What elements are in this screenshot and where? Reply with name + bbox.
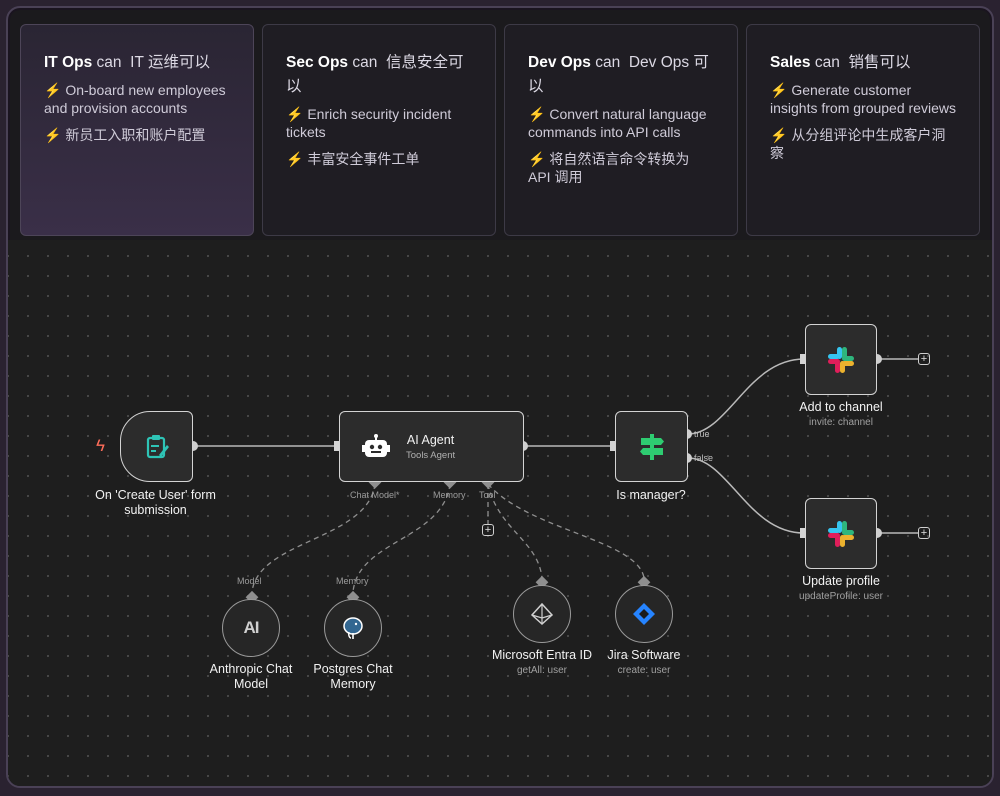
edge-false: [687, 457, 805, 534]
trigger-bolt-icon: ϟ: [96, 436, 105, 455]
entra-sub: getAll: user: [516, 665, 568, 676]
anthropic-node[interactable]: AI: [222, 599, 280, 657]
signpost-icon: [639, 433, 664, 460]
port-label-chat-model: Chat Model*: [350, 490, 400, 500]
card-dev-ops[interactable]: Dev Ops can Dev Ops 可以 ⚡ Convert natural…: [504, 24, 738, 236]
card-item: ⚡ 丰富安全事件工单: [286, 151, 420, 167]
card-sec-ops[interactable]: Sec Ops can 信息安全可以 ⚡ Enrich security inc…: [262, 24, 496, 236]
slack-update-profile-node[interactable]: [805, 498, 877, 569]
lightning-icon: ⚡: [286, 151, 304, 167]
card-item: ⚡ Generate customer insights from groupe…: [770, 82, 956, 116]
port-label-tool: Tool: [479, 490, 496, 500]
edge-jira: [487, 483, 645, 579]
lightning-icon: ⚡: [44, 82, 62, 98]
add-channel-label: Add to channel: [799, 400, 883, 414]
card-item: ⚡ Enrich security incident tickets: [286, 106, 452, 140]
edge-model: [251, 483, 376, 593]
postgres-node[interactable]: [324, 599, 382, 657]
card-item: ⚡ 将自然语言命令转换为 API 调用: [528, 151, 690, 185]
postgres-elephant-icon: [343, 617, 363, 639]
agent-title: AI Agent: [406, 432, 455, 447]
card-title: Sec Ops can 信息安全可以: [286, 54, 464, 95]
add-channel-sub: invite: channel: [809, 417, 873, 428]
if-node[interactable]: [615, 411, 688, 482]
card-title: Dev Ops can Dev Ops 可以: [528, 54, 709, 95]
trigger-node[interactable]: [120, 411, 193, 482]
card-sales[interactable]: Sales can 销售可以 ⚡ Generate customer insig…: [746, 24, 980, 236]
input-port: [334, 441, 340, 451]
ai-agent-node[interactable]: AI Agent Tools Agent: [339, 411, 524, 482]
lightning-icon: ⚡: [770, 82, 788, 98]
card-it-ops[interactable]: IT Ops can IT 运维可以 ⚡ On-board new employ…: [20, 24, 254, 236]
anthropic-icon: AI: [243, 618, 260, 637]
lightning-icon: ⚡: [286, 106, 304, 122]
entra-label: Microsoft Entra ID: [491, 648, 593, 662]
update-profile-label: Update profile: [802, 574, 880, 588]
jira-sub: create: user: [617, 665, 671, 676]
port-label-memory: Memory: [433, 490, 466, 500]
false-label: false: [694, 453, 714, 463]
input-port: [610, 441, 616, 451]
lightning-icon: ⚡: [44, 127, 62, 143]
lightning-icon: ⚡: [770, 127, 788, 143]
agent-subtitle: Tools Agent: [406, 449, 456, 461]
card-item: ⚡ On-board new employees and provision a…: [44, 82, 226, 116]
workflow-canvas[interactable]: ϟ On 'Create User' form submission: [8, 240, 992, 786]
model-port-label: Model: [237, 576, 262, 586]
card-item: ⚡ 新员工入职和账户配置: [44, 127, 206, 143]
use-case-cards: IT Ops can IT 运维可以 ⚡ On-board new employ…: [20, 24, 982, 240]
input-port: [800, 354, 806, 364]
edge-memory: [352, 483, 451, 593]
add-node-button[interactable]: +: [918, 527, 930, 539]
jira-icon: [633, 603, 655, 625]
add-tool-button[interactable]: +: [482, 524, 494, 536]
update-profile-sub: updateProfile: user: [799, 591, 883, 602]
slack-icon: [828, 346, 854, 373]
if-label: Is manager?: [616, 488, 686, 502]
card-title: Sales can 销售可以: [770, 54, 911, 71]
robot-icon: [362, 433, 390, 457]
slack-add-channel-node[interactable]: [805, 324, 877, 395]
anthropic-label: Anthropic Chat Model: [209, 662, 293, 691]
card-title: IT Ops can IT 运维可以: [44, 54, 210, 71]
lightning-icon: ⚡: [528, 151, 546, 167]
postgres-label: Postgres Chat Memory: [313, 662, 393, 691]
true-label: true: [694, 429, 710, 439]
entra-node[interactable]: [513, 585, 571, 643]
jira-label: Jira Software: [607, 648, 681, 662]
lightning-icon: ⚡: [528, 106, 546, 122]
edge-entra: [487, 483, 543, 579]
card-item: ⚡ 从分组评论中生成客户洞察: [770, 127, 946, 161]
add-node-button[interactable]: +: [918, 353, 930, 365]
form-icon: [146, 434, 169, 458]
edge-true: [687, 358, 805, 435]
entra-icon: [530, 602, 554, 626]
memory-port-label: Memory: [336, 576, 369, 586]
input-port: [800, 528, 806, 538]
card-item: ⚡ Convert natural language commands into…: [528, 106, 707, 140]
trigger-label: On 'Create User' form submission: [95, 488, 216, 517]
jira-node[interactable]: [615, 585, 673, 643]
slack-icon: [828, 520, 854, 547]
app-frame: IT Ops can IT 运维可以 ⚡ On-board new employ…: [6, 6, 994, 788]
